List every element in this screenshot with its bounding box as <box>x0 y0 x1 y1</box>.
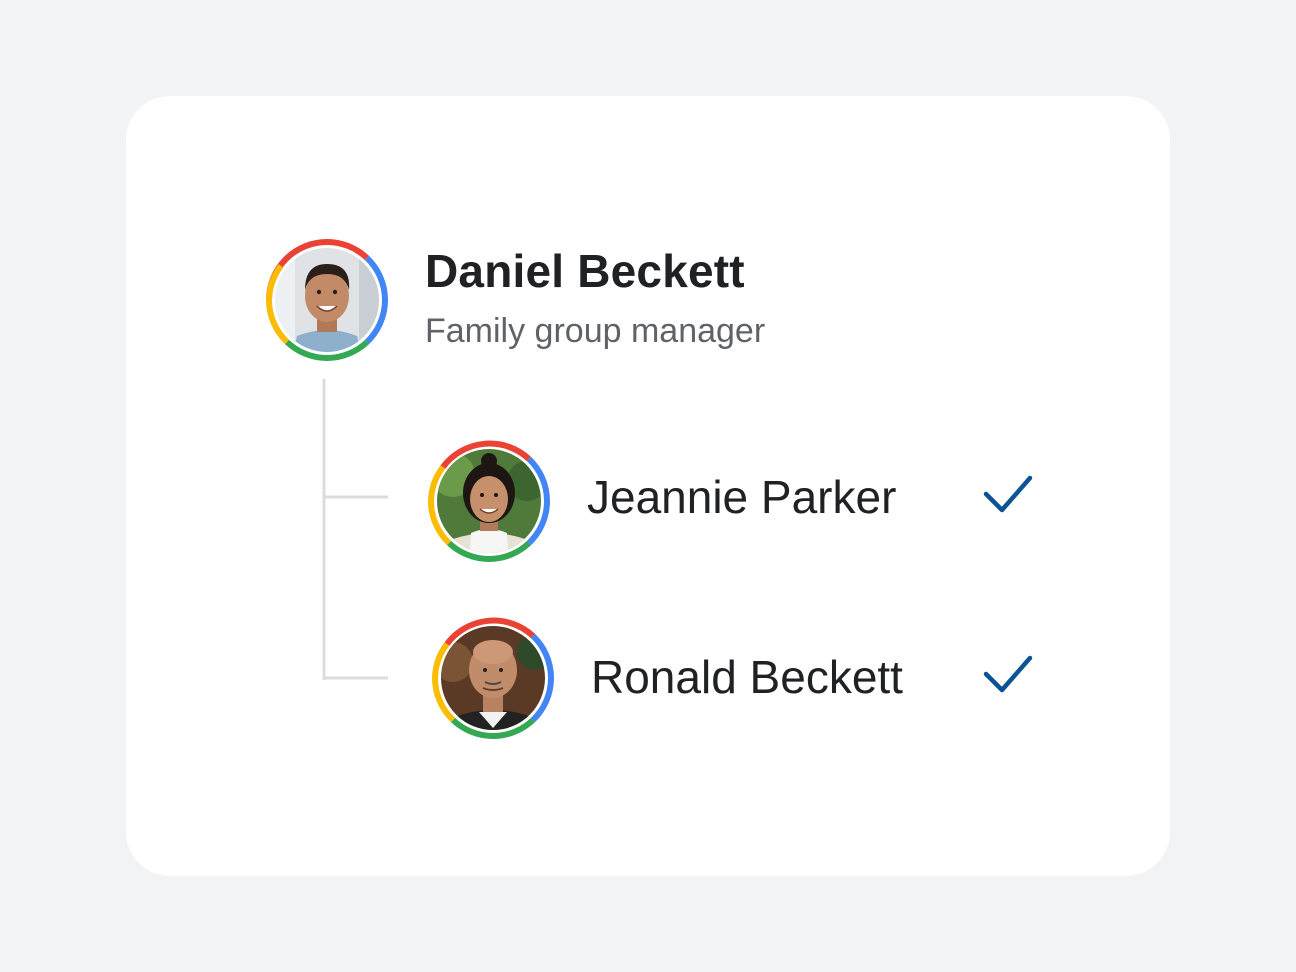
person-photo-icon <box>428 440 550 562</box>
family-group-card: Daniel Beckett Family group manager <box>126 96 1170 876</box>
member-avatar-jeannie[interactable] <box>423 435 555 567</box>
checkmark-icon <box>983 655 1033 693</box>
member-name-ronald: Ronald Beckett <box>591 651 903 703</box>
manager-role: Family group manager <box>425 312 766 350</box>
checkmark-icon <box>983 475 1033 513</box>
manager-avatar[interactable] <box>261 234 393 366</box>
member-name-jeannie: Jeannie Parker <box>587 471 897 523</box>
person-photo-icon <box>432 617 554 739</box>
member-avatar-ronald[interactable] <box>427 612 559 744</box>
person-photo-icon <box>266 239 388 361</box>
manager-name: Daniel Beckett <box>425 245 745 297</box>
